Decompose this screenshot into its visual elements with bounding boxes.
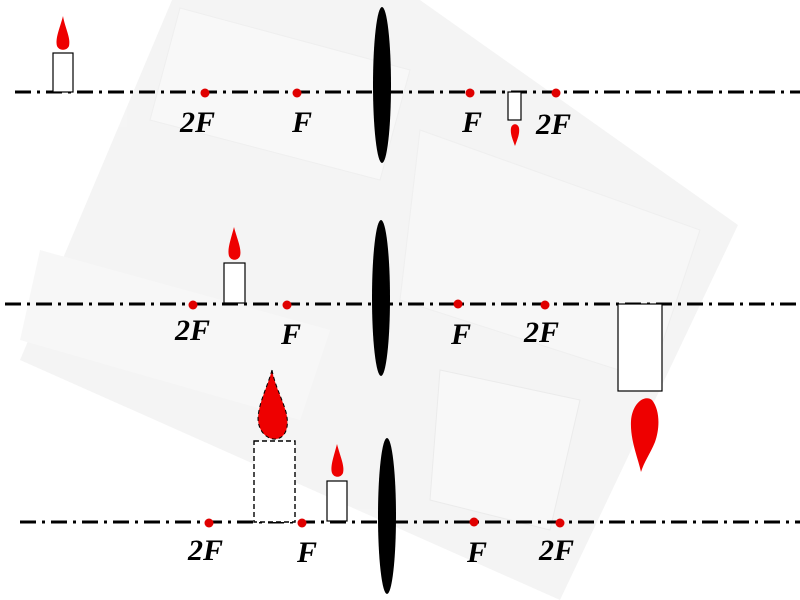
flame-icon [630,398,659,472]
label-2f-right: 2F [535,108,571,141]
image-candle [617,303,663,472]
focal-point-f-right [469,517,479,527]
convex-lens [372,220,390,376]
convex-lens [378,438,396,594]
label-f-right: F [466,536,487,569]
flame-icon [228,227,241,260]
object-candle [52,16,74,93]
label-f-left: F [291,106,312,139]
convex-lens [373,7,391,163]
focal-point-2f-left [188,300,198,310]
label-f-right: F [450,318,471,351]
focal-point-f-left [292,88,302,98]
focal-point-2f-left [204,518,214,528]
focal-point-2f-right [551,88,561,98]
virtual-image-candle [253,369,296,523]
diagram-3: 2F F F 2F [20,369,800,594]
label-2f-right: 2F [523,316,559,349]
focal-point-2f-right [555,518,565,528]
label-2f-left: 2F [187,534,223,567]
focal-point-f-left [282,300,292,310]
flame-icon [510,124,520,146]
flame-icon [56,16,70,50]
object-candle [326,444,348,522]
focal-point-2f-left [200,88,210,98]
focal-point-f-left [297,518,307,528]
diagram-2: 2F F F 2F [5,220,800,472]
focal-point-f-right [465,88,475,98]
object-candle [223,227,246,304]
flame-icon [257,369,288,440]
label-f-left: F [296,536,317,569]
label-f-right: F [461,106,482,139]
label-f-left: F [280,318,301,351]
label-2f-right: 2F [538,534,574,567]
focal-point-f-right [453,299,463,309]
diagram-1: 2F F F 2F [15,7,800,163]
label-2f-left: 2F [179,106,215,139]
image-candle [507,91,522,146]
label-2f-left: 2F [174,314,210,347]
flame-icon [331,444,344,477]
focal-point-2f-right [540,300,550,310]
